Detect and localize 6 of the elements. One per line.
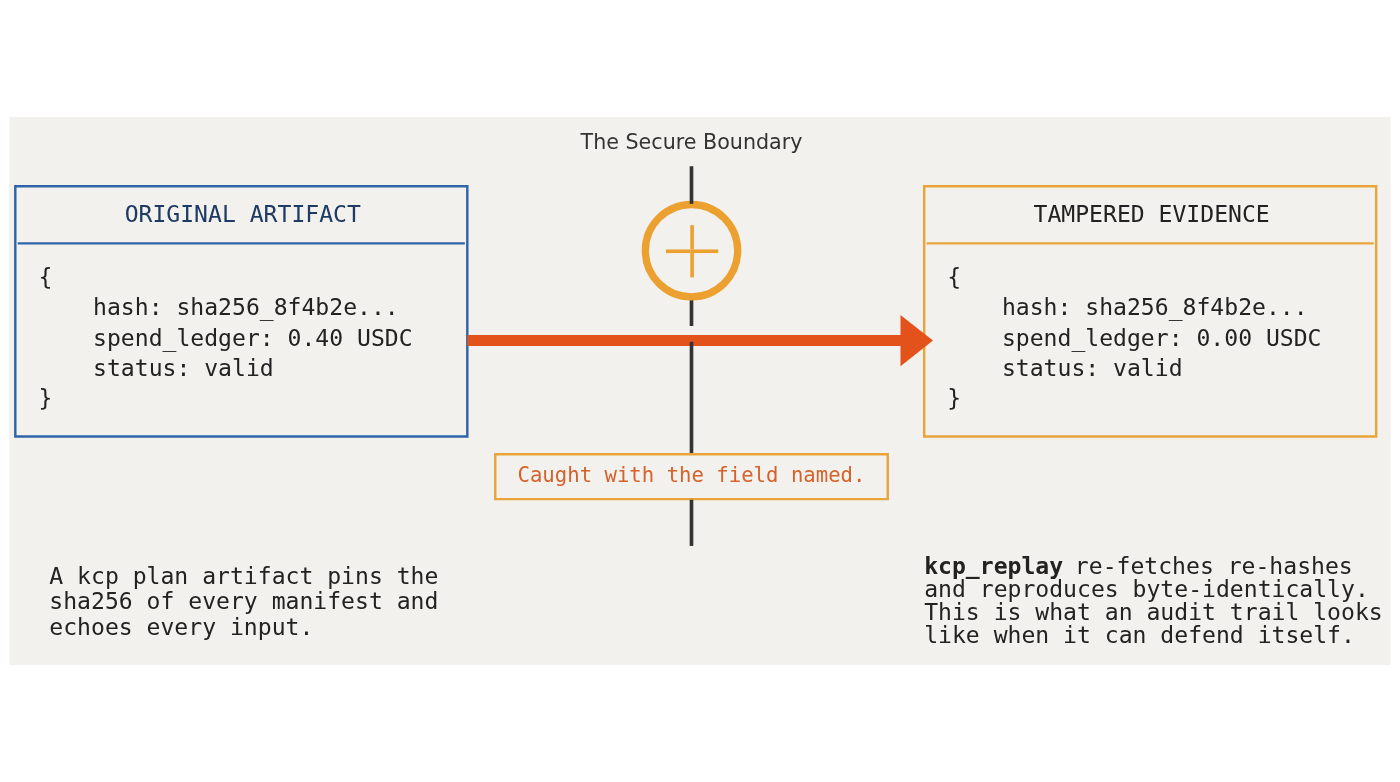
arrow	[467, 314, 934, 367]
node-circle	[641, 200, 742, 301]
label: A kcp plan artifact pins the sha256 of every manifest and echoes every input.	[49, 562, 439, 640]
label: kcp_replay re-fetches re-hashes and reproduces byte-identically. This is what an audit trail looks like when it can defend itself.	[924, 553, 1383, 649]
node-box: Caught with the field named.	[494, 452, 889, 501]
label: The Secure Boundary	[580, 129, 803, 154]
